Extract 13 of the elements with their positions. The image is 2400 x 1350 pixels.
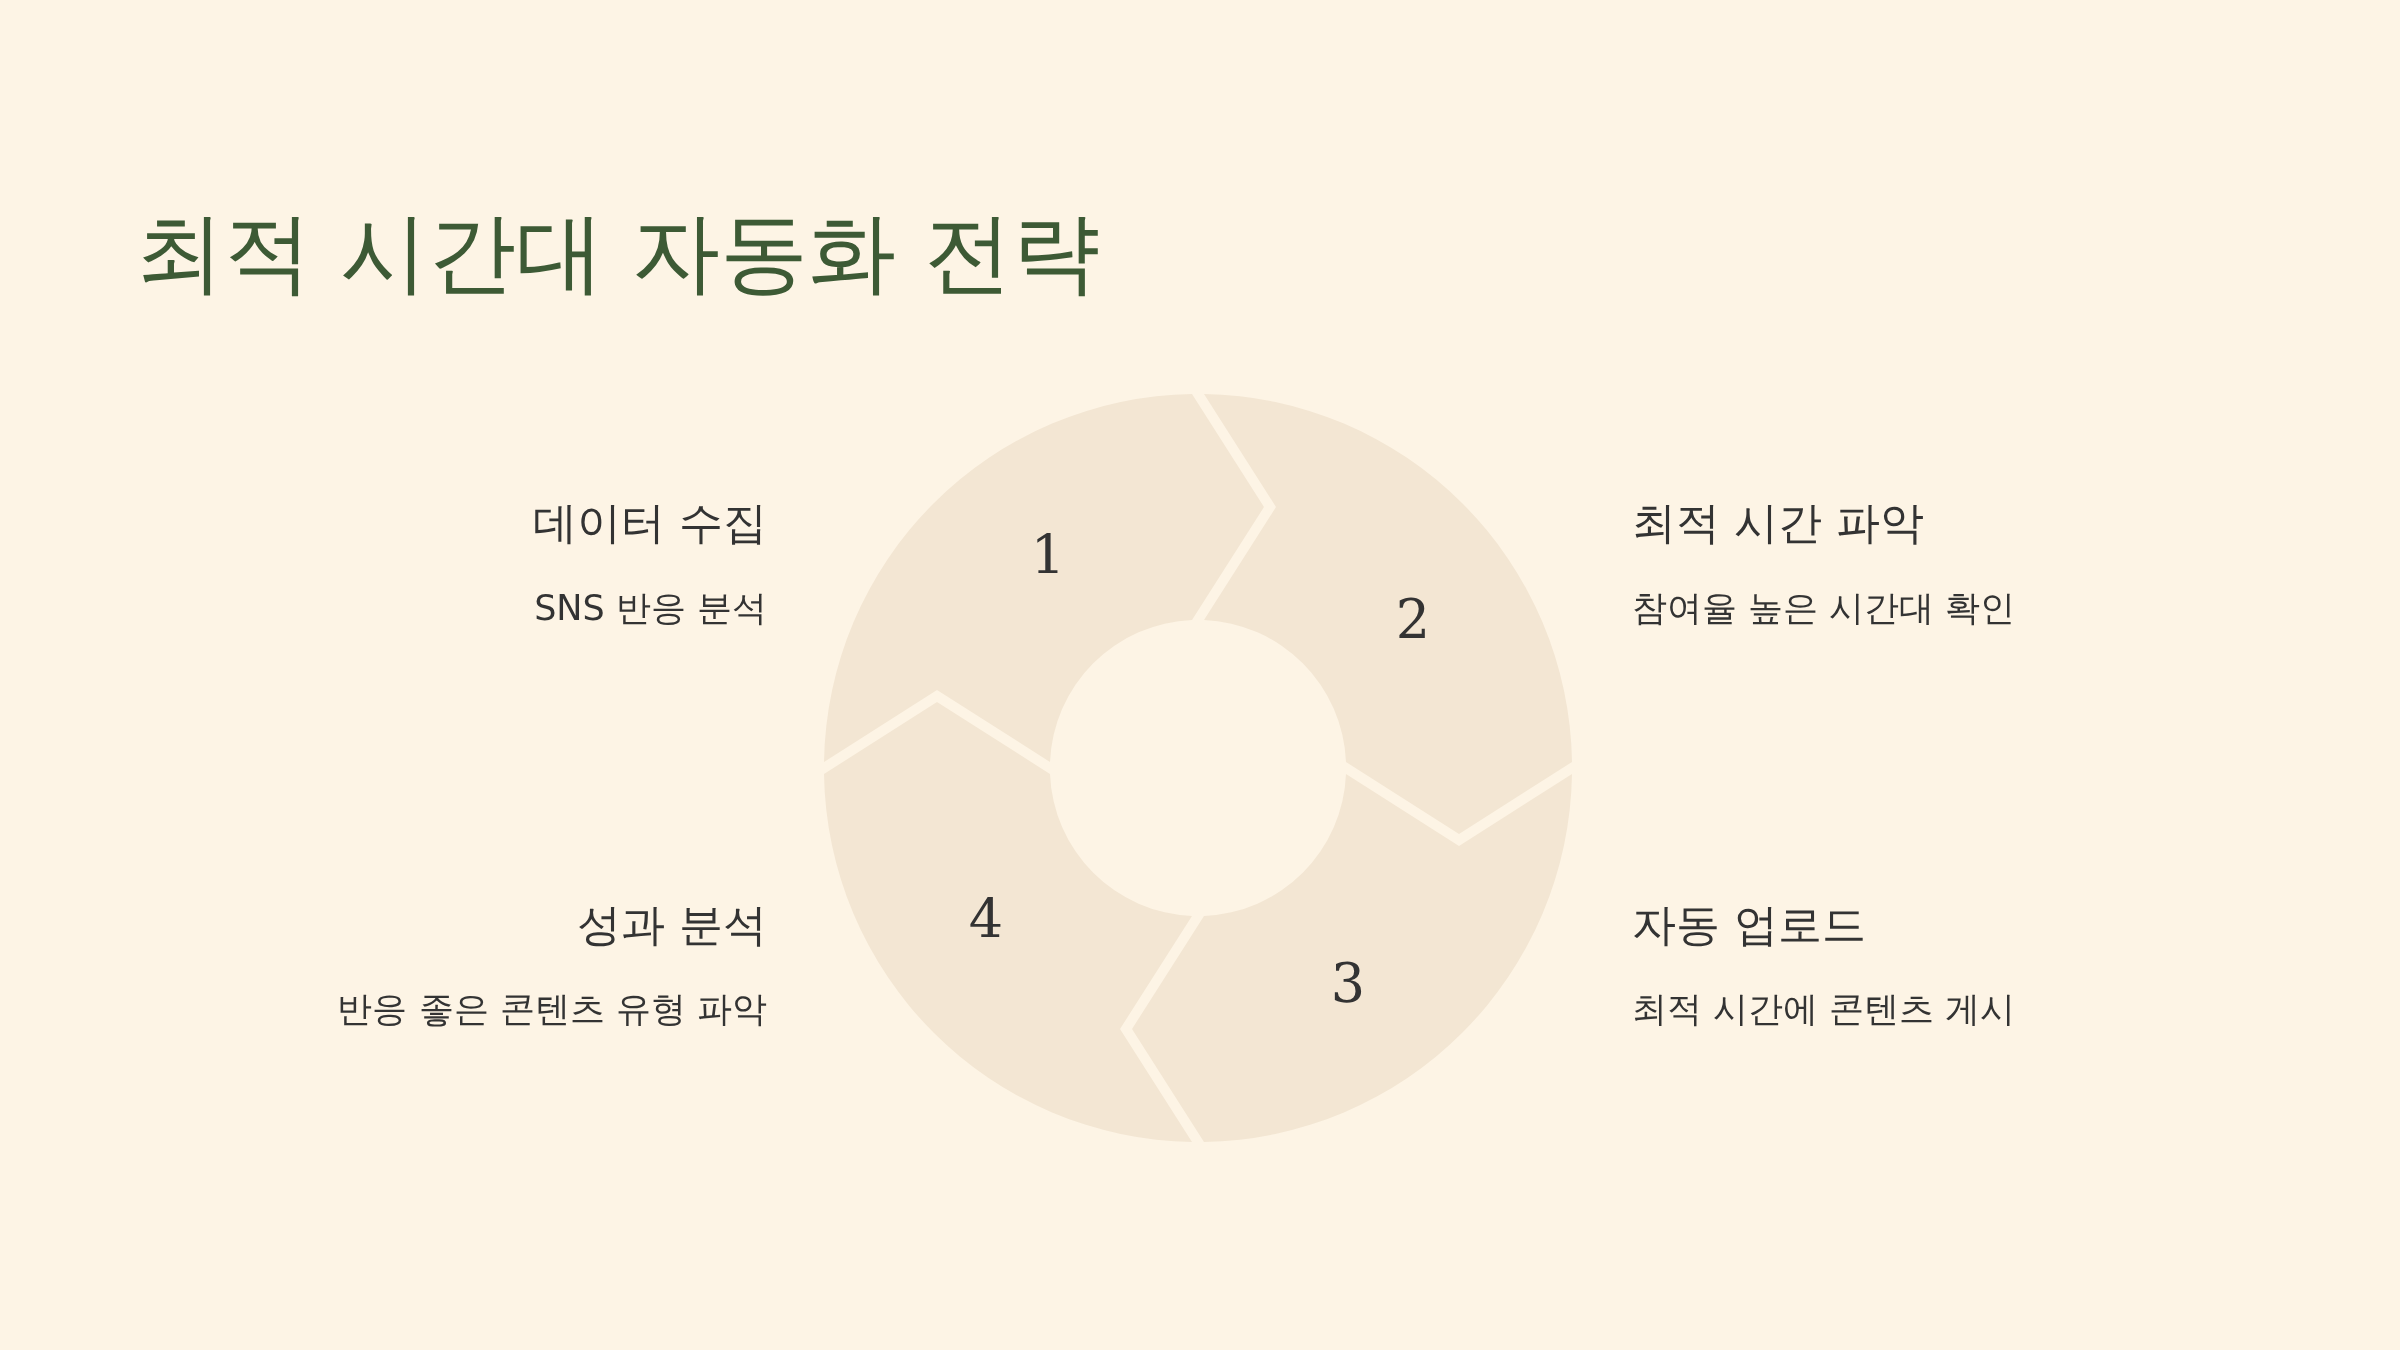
step-description: 최적 시간에 콘텐츠 게시 (1632, 988, 2016, 1030)
step-heading: 데이터 수집 (533, 496, 767, 550)
step-heading: 최적 시간 파악 (1632, 496, 1924, 550)
step-number: 4 (968, 893, 1004, 947)
step-heading: 성과 분석 (577, 898, 767, 952)
step-description: SNS 반응 분석 (534, 587, 767, 629)
title: 최적 시간대 자동화 전략 (136, 200, 1100, 306)
step-description: 반응 좋은 콘텐츠 유형 파악 (337, 988, 767, 1030)
step-number: 2 (1395, 593, 1431, 647)
step-number: 1 (1030, 529, 1066, 583)
step-description: 참여율 높은 시간대 확인 (1632, 587, 2016, 629)
step-number: 3 (1330, 957, 1366, 1011)
step-heading: 자동 업로드 (1632, 898, 1866, 952)
